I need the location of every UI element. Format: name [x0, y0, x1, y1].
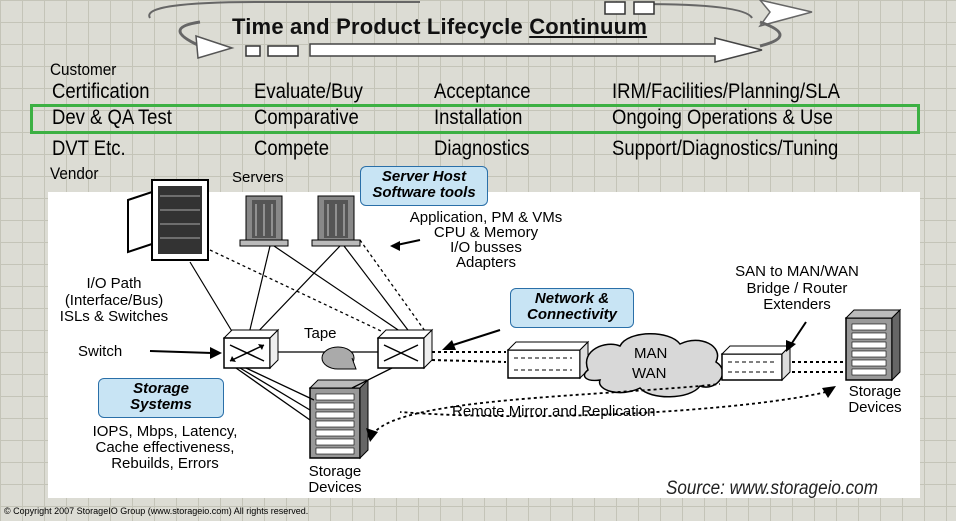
title-part1: Time and Product Lifecycle	[232, 14, 530, 39]
switch-icon-2	[376, 328, 434, 370]
source-credit: Source: www.storageio.com	[666, 478, 878, 499]
switch-label: Switch	[78, 343, 123, 360]
io-path-label: I/O Path (Interface/Bus) ISLs & Switches	[58, 275, 170, 326]
server-host-tag: Server Host Software tools	[360, 166, 488, 206]
rack-cabinet-icon	[127, 179, 209, 261]
wan-label: WAN	[632, 365, 667, 382]
row3-col3: Diagnostics	[434, 137, 530, 160]
san-line-3: Extenders	[763, 296, 831, 313]
server-detail-2: CPU & Memory	[433, 224, 539, 241]
san-to-man-label: SAN to MAN/WAN Bridge / Router Extenders	[694, 263, 900, 314]
row3-col1: DVT Etc.	[52, 137, 126, 160]
storage-devices-right-label: Storage Devices	[836, 384, 914, 416]
storage-devices-right-line-2: Devices	[848, 398, 902, 416]
tape-label: Tape	[304, 325, 337, 342]
san-line-2: Bridge / Router	[746, 279, 848, 297]
server-icon-2	[311, 195, 361, 247]
row1-col3: Acceptance	[434, 80, 531, 103]
server-detail-4: Adapters	[455, 254, 517, 271]
row3-col4: Support/Diagnostics/Tuning	[612, 137, 839, 160]
highlight-row-box	[30, 104, 920, 134]
tape-icon	[321, 346, 357, 370]
row3-col2: Compete	[254, 137, 329, 160]
io-path-line-2: (Interface/Bus)	[64, 291, 164, 309]
storage-detail-2: Cache effectiveness,	[95, 438, 235, 456]
row2-col4: Ongoing Operations & Use	[612, 106, 833, 129]
vendor-label: Vendor	[50, 164, 99, 183]
storage-device-icon-right	[844, 308, 902, 382]
man-label: MAN	[634, 345, 668, 362]
storage-device-icon-left	[308, 378, 370, 460]
copyright-notice: © Copyright 2007 StorageIO Group (www.st…	[4, 506, 309, 516]
bridge-router-icon-2	[720, 344, 792, 382]
storage-detail-3: Rebuilds, Errors	[111, 454, 219, 472]
storage-devices-left-line-2: Devices	[308, 478, 362, 496]
io-path-line-3: ISLs & Switches	[59, 308, 169, 325]
remote-mirror-label: Remote Mirror and Replication	[452, 403, 656, 420]
storage-detail-1: IOPS, Mbps, Latency,	[92, 423, 238, 440]
server-detail-3: I/O busses	[450, 239, 522, 256]
row2-col2: Comparative	[254, 106, 359, 129]
bridge-router-icon-1	[506, 340, 590, 380]
switch-icon-1	[222, 328, 280, 370]
title-part2: Continuum	[529, 14, 648, 39]
storage-systems-tag: Storage Systems	[98, 378, 224, 418]
server-host-details: Application, PM & VMs CPU & Memory I/O b…	[396, 210, 576, 270]
row2-col1: Dev & QA Test	[52, 106, 172, 129]
storage-devices-right-line-1: Storage	[848, 383, 902, 400]
slide-title: Time and Product Lifecycle Continuum	[232, 14, 647, 40]
row1-col4: IRM/Facilities/Planning/SLA	[612, 80, 841, 103]
customer-label: Customer	[50, 60, 117, 79]
network-connectivity-tag: Network & Connectivity	[510, 288, 634, 328]
row1-col1: Certification	[52, 80, 150, 103]
storage-devices-left-label: Storage Devices	[292, 464, 378, 496]
row2-col3: Installation	[434, 106, 523, 129]
servers-label: Servers	[232, 169, 284, 186]
storage-devices-left-line-1: Storage	[308, 463, 362, 480]
storage-details: IOPS, Mbps, Latency, Cache effectiveness…	[60, 424, 270, 471]
server-detail-1: Application, PM & VMs	[409, 209, 563, 226]
io-path-line-1: I/O Path	[86, 275, 142, 292]
server-icon-1	[239, 195, 289, 247]
row1-col2: Evaluate/Buy	[254, 80, 363, 103]
san-line-1: SAN to MAN/WAN	[735, 263, 859, 280]
